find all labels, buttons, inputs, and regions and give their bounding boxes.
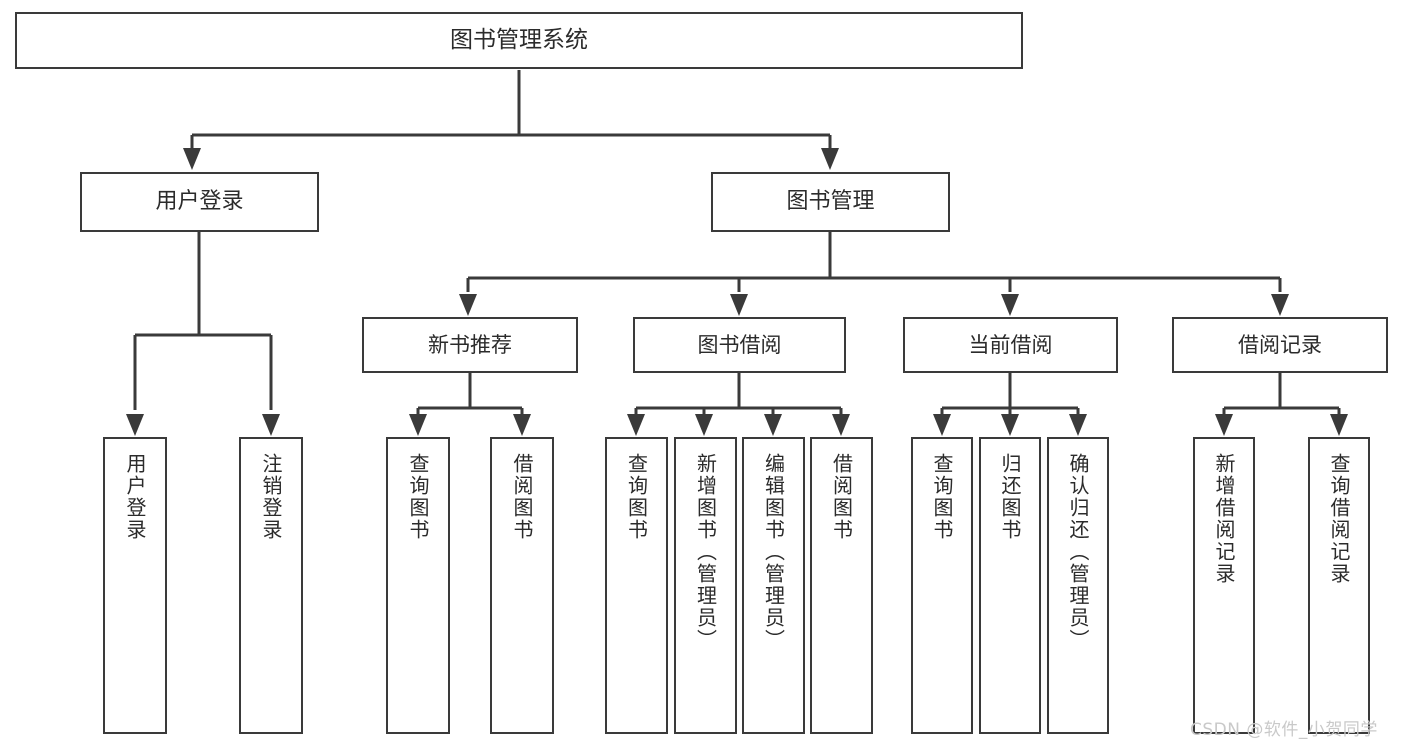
node-current-borrow[interactable]: 当前借阅 (903, 317, 1118, 373)
leaf-label: 归还图书 (998, 453, 1022, 541)
leaf-label: 查询图书 (624, 453, 649, 541)
leaf-label: 编辑图书（管理员） (761, 453, 786, 651)
leaf-user-login-logout[interactable]: 注销登录 (239, 437, 303, 734)
node-current-borrow-label: 当前借阅 (968, 332, 1053, 357)
node-root-label: 图书管理系统 (450, 26, 588, 53)
leaf-current-borrow-query[interactable]: 查询图书 (911, 437, 973, 734)
node-book-management[interactable]: 图书管理 (711, 172, 950, 232)
csdn-watermark: CSDN @软件_小贺同学 (1190, 720, 1378, 740)
node-borrow-record-label: 借阅记录 (1238, 332, 1322, 357)
leaf-label: 查询图书 (930, 453, 954, 541)
leaf-label: 借阅图书 (510, 453, 534, 541)
leaf-book-borrow-query[interactable]: 查询图书 (605, 437, 668, 734)
leaf-borrow-record-query[interactable]: 查询借阅记录 (1308, 437, 1370, 734)
leaf-user-login-login[interactable]: 用户登录 (103, 437, 167, 734)
node-user-login-label: 用户登录 (155, 189, 244, 215)
node-root[interactable]: 图书管理系统 (15, 12, 1023, 69)
node-new-book-recommend[interactable]: 新书推荐 (362, 317, 578, 373)
leaf-label: 查询图书 (406, 453, 430, 541)
leaf-new-book-query[interactable]: 查询图书 (386, 437, 450, 734)
leaf-book-borrow-edit[interactable]: 编辑图书（管理员） (742, 437, 805, 734)
leaf-label: 确认归还（管理员） (1066, 453, 1090, 651)
node-new-book-recommend-label: 新书推荐 (428, 332, 512, 357)
leaf-label: 新增图书（管理员） (693, 453, 718, 651)
leaf-current-borrow-return[interactable]: 归还图书 (979, 437, 1041, 734)
node-borrow-record[interactable]: 借阅记录 (1172, 317, 1388, 373)
leaf-current-borrow-confirm-return[interactable]: 确认归还（管理员） (1047, 437, 1109, 734)
node-book-borrow[interactable]: 图书借阅 (633, 317, 846, 373)
leaf-book-borrow-borrow[interactable]: 借阅图书 (810, 437, 873, 734)
node-user-login[interactable]: 用户登录 (80, 172, 319, 232)
leaf-label: 注销登录 (259, 453, 283, 541)
leaf-label: 查询借阅记录 (1327, 453, 1351, 585)
leaf-borrow-record-add[interactable]: 新增借阅记录 (1193, 437, 1255, 734)
leaf-label: 新增借阅记录 (1212, 453, 1236, 585)
leaf-label: 借阅图书 (829, 453, 854, 541)
leaf-book-borrow-add[interactable]: 新增图书（管理员） (674, 437, 737, 734)
leaf-new-book-borrow[interactable]: 借阅图书 (490, 437, 554, 734)
leaf-label: 用户登录 (123, 453, 147, 541)
node-book-borrow-label: 图书借阅 (697, 332, 782, 357)
node-book-management-label: 图书管理 (786, 189, 875, 215)
